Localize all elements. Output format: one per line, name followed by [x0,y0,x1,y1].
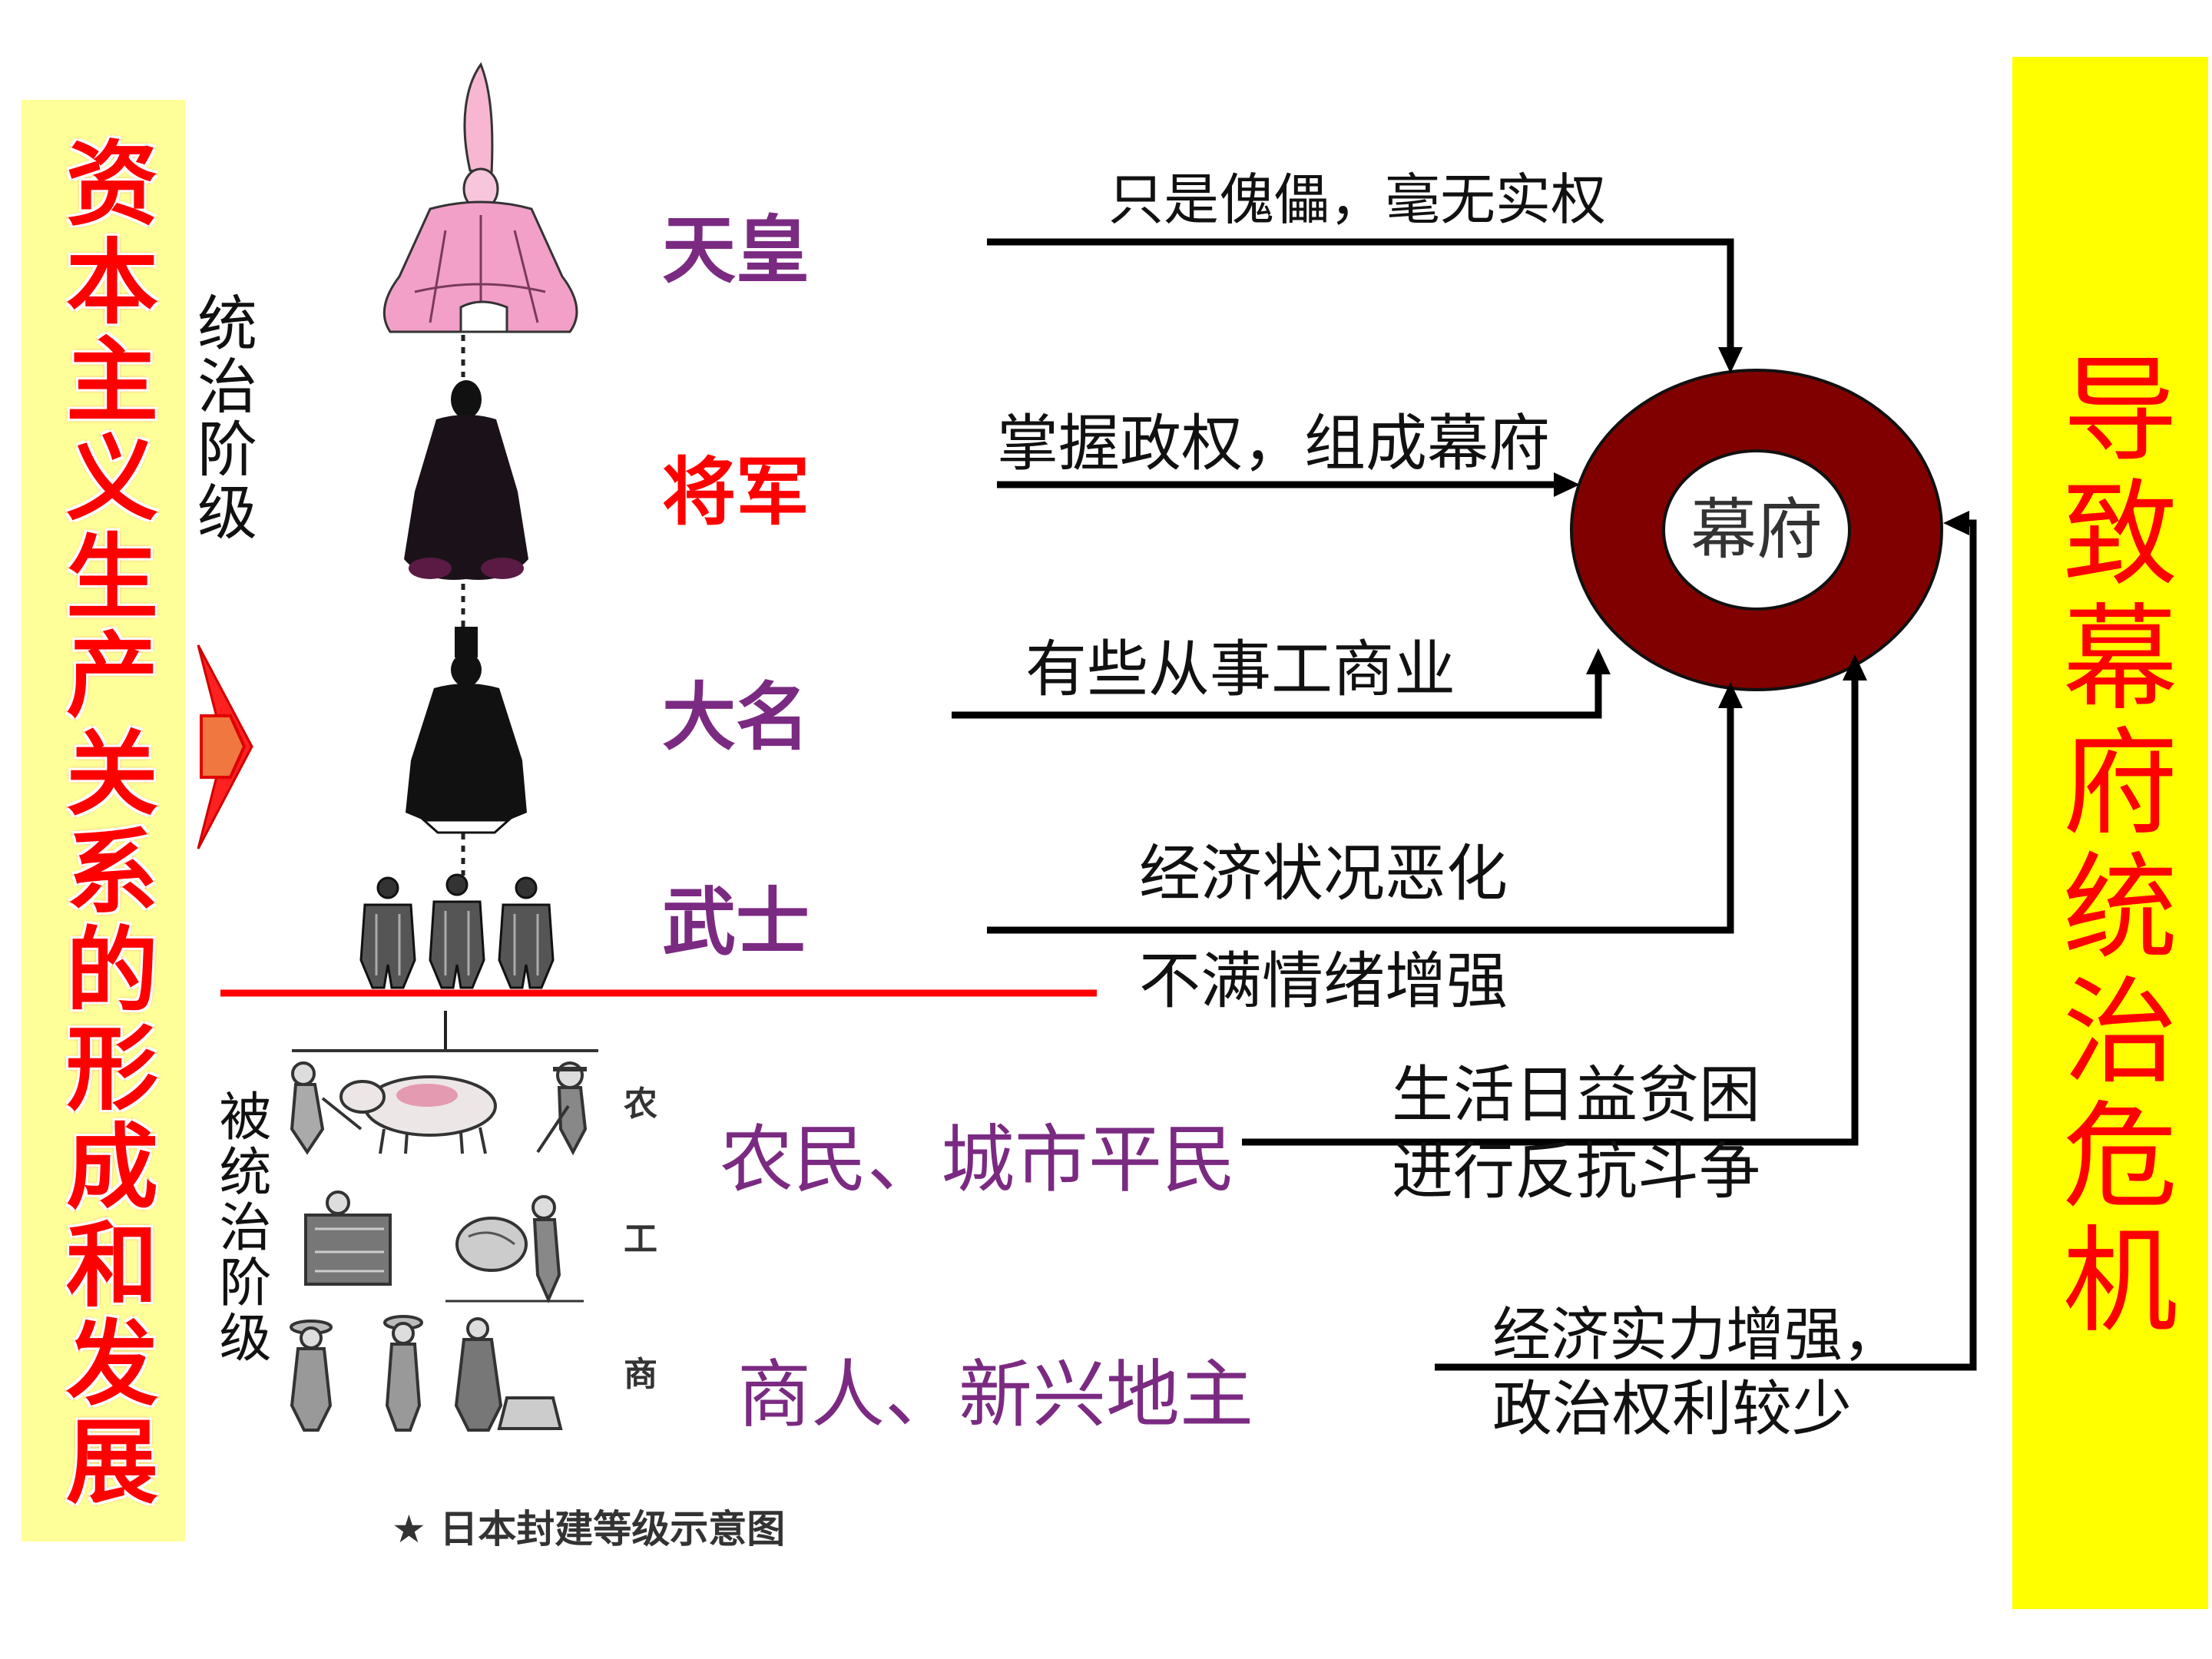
left-banner-title: 资本主义生产关系的形成和发展 [50,135,157,1512]
note-shogun: 掌握政权，组成幕府 [997,408,1550,479]
rank-commoners: 农民、城市平民 [720,1117,1236,1203]
note-samurai-1: 经济状况恶化 [1139,838,1508,909]
label-merchants: 商 [624,1355,657,1394]
illustration-caption: ★ 日本封建等级示意图 [392,1507,786,1551]
shogun-figure [404,380,528,580]
note-samurai-2: 不满情绪增强 [1139,945,1508,1017]
red-chevron-arrow-icon [197,644,253,849]
right-banner [2012,57,2208,1609]
rank-daimyo: 大名 [662,674,810,760]
ruling-class-label: 统治阶级 [187,292,257,544]
arrowheads [1554,347,1969,708]
black-arrow-icon [952,238,1977,1371]
note-merchants-1: 经济实力增强， [1492,1300,1901,1369]
shogunate-label: 幕府 [1690,492,1823,568]
note-merchants-2: 政治权利较少 [1492,1375,1853,1444]
ruled-class-label: 被统治阶级 [210,1089,270,1366]
note-commoners-2: 进行反抗斗争 [1392,1136,1760,1207]
commoners-illustration [290,1049,598,1432]
right-banner-title: 导致幕府统治危机 [2043,349,2177,1344]
rank-merchants: 商人、新兴地主 [737,1352,1253,1438]
rank-emperor: 天皇 [662,207,810,293]
emperor-figure [382,61,578,333]
shogunate-ring [1570,369,1943,691]
left-banner [22,100,185,1541]
daimyo-figure [406,627,527,834]
rank-shogun: 将军 [662,449,810,535]
rank-samurai: 武士 [662,879,810,965]
label-farmers: 农 [624,1084,657,1124]
samurai-figures [359,873,555,989]
note-emperor: 只是傀儡，毫无实权 [1108,167,1607,232]
label-artisans: 工 [624,1220,657,1259]
note-commoners-1: 生活日益贫困 [1392,1059,1760,1131]
note-daimyo: 有些从事工商业 [1025,634,1455,705]
